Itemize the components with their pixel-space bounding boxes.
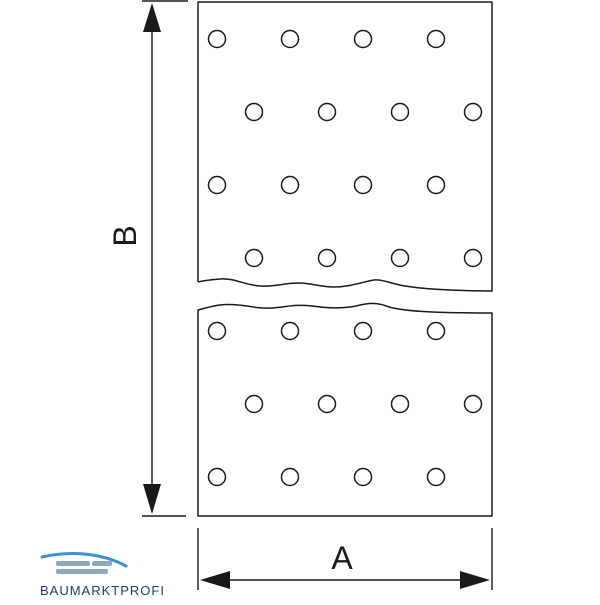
- hole-icon: [390, 248, 410, 268]
- dimension-b: B: [107, 0, 188, 517]
- hole-icon: [390, 394, 410, 414]
- hole-icon: [463, 102, 483, 122]
- hole-icon: [207, 29, 227, 49]
- hole-icon: [280, 175, 300, 195]
- brand-logo-text: BAUMARKTPROFI: [40, 583, 165, 598]
- hole-icon: [390, 102, 410, 122]
- logo-bar-icon: [56, 561, 90, 566]
- plate-section-bottom: [197, 302, 493, 517]
- hole-icon: [463, 394, 483, 414]
- hole-icon: [280, 321, 300, 341]
- hole-icon: [426, 29, 446, 49]
- hole-icon: [280, 467, 300, 487]
- hole-icon: [353, 29, 373, 49]
- arrowhead-down-icon: [143, 484, 161, 514]
- hole-icon: [207, 175, 227, 195]
- brand-logo-mark: [40, 552, 128, 574]
- hole-grid-top: [207, 29, 483, 268]
- hole-icon: [317, 248, 337, 268]
- hole-icon: [280, 29, 300, 49]
- dimension-b-label: B: [107, 225, 143, 246]
- hole-icon: [317, 102, 337, 122]
- hole-icon: [426, 175, 446, 195]
- dimension-a: A: [197, 528, 493, 590]
- hole-icon: [244, 394, 264, 414]
- hole-icon: [426, 321, 446, 341]
- arrowhead-up-icon: [143, 3, 161, 32]
- logo-bar-icon: [92, 561, 112, 566]
- arrowhead-right-icon: [460, 571, 490, 589]
- hole-icon: [317, 394, 337, 414]
- hole-icon: [353, 175, 373, 195]
- hole-icon: [244, 248, 264, 268]
- hole-icon: [353, 467, 373, 487]
- arrowhead-left-icon: [200, 571, 230, 589]
- dimension-a-label: A: [331, 540, 353, 576]
- logo-swoosh-icon: [40, 552, 128, 568]
- plate-outline-top: [197, 1, 493, 292]
- hole-icon: [426, 467, 446, 487]
- hole-icon: [207, 467, 227, 487]
- logo-bar-icon: [56, 569, 108, 574]
- hole-icon: [353, 321, 373, 341]
- plate-outline-bottom: [197, 302, 493, 517]
- hole-icon: [207, 321, 227, 341]
- plate-section-top: [197, 1, 493, 292]
- hole-grid-bottom: [207, 321, 483, 487]
- hole-icon: [463, 248, 483, 268]
- hole-icon: [244, 102, 264, 122]
